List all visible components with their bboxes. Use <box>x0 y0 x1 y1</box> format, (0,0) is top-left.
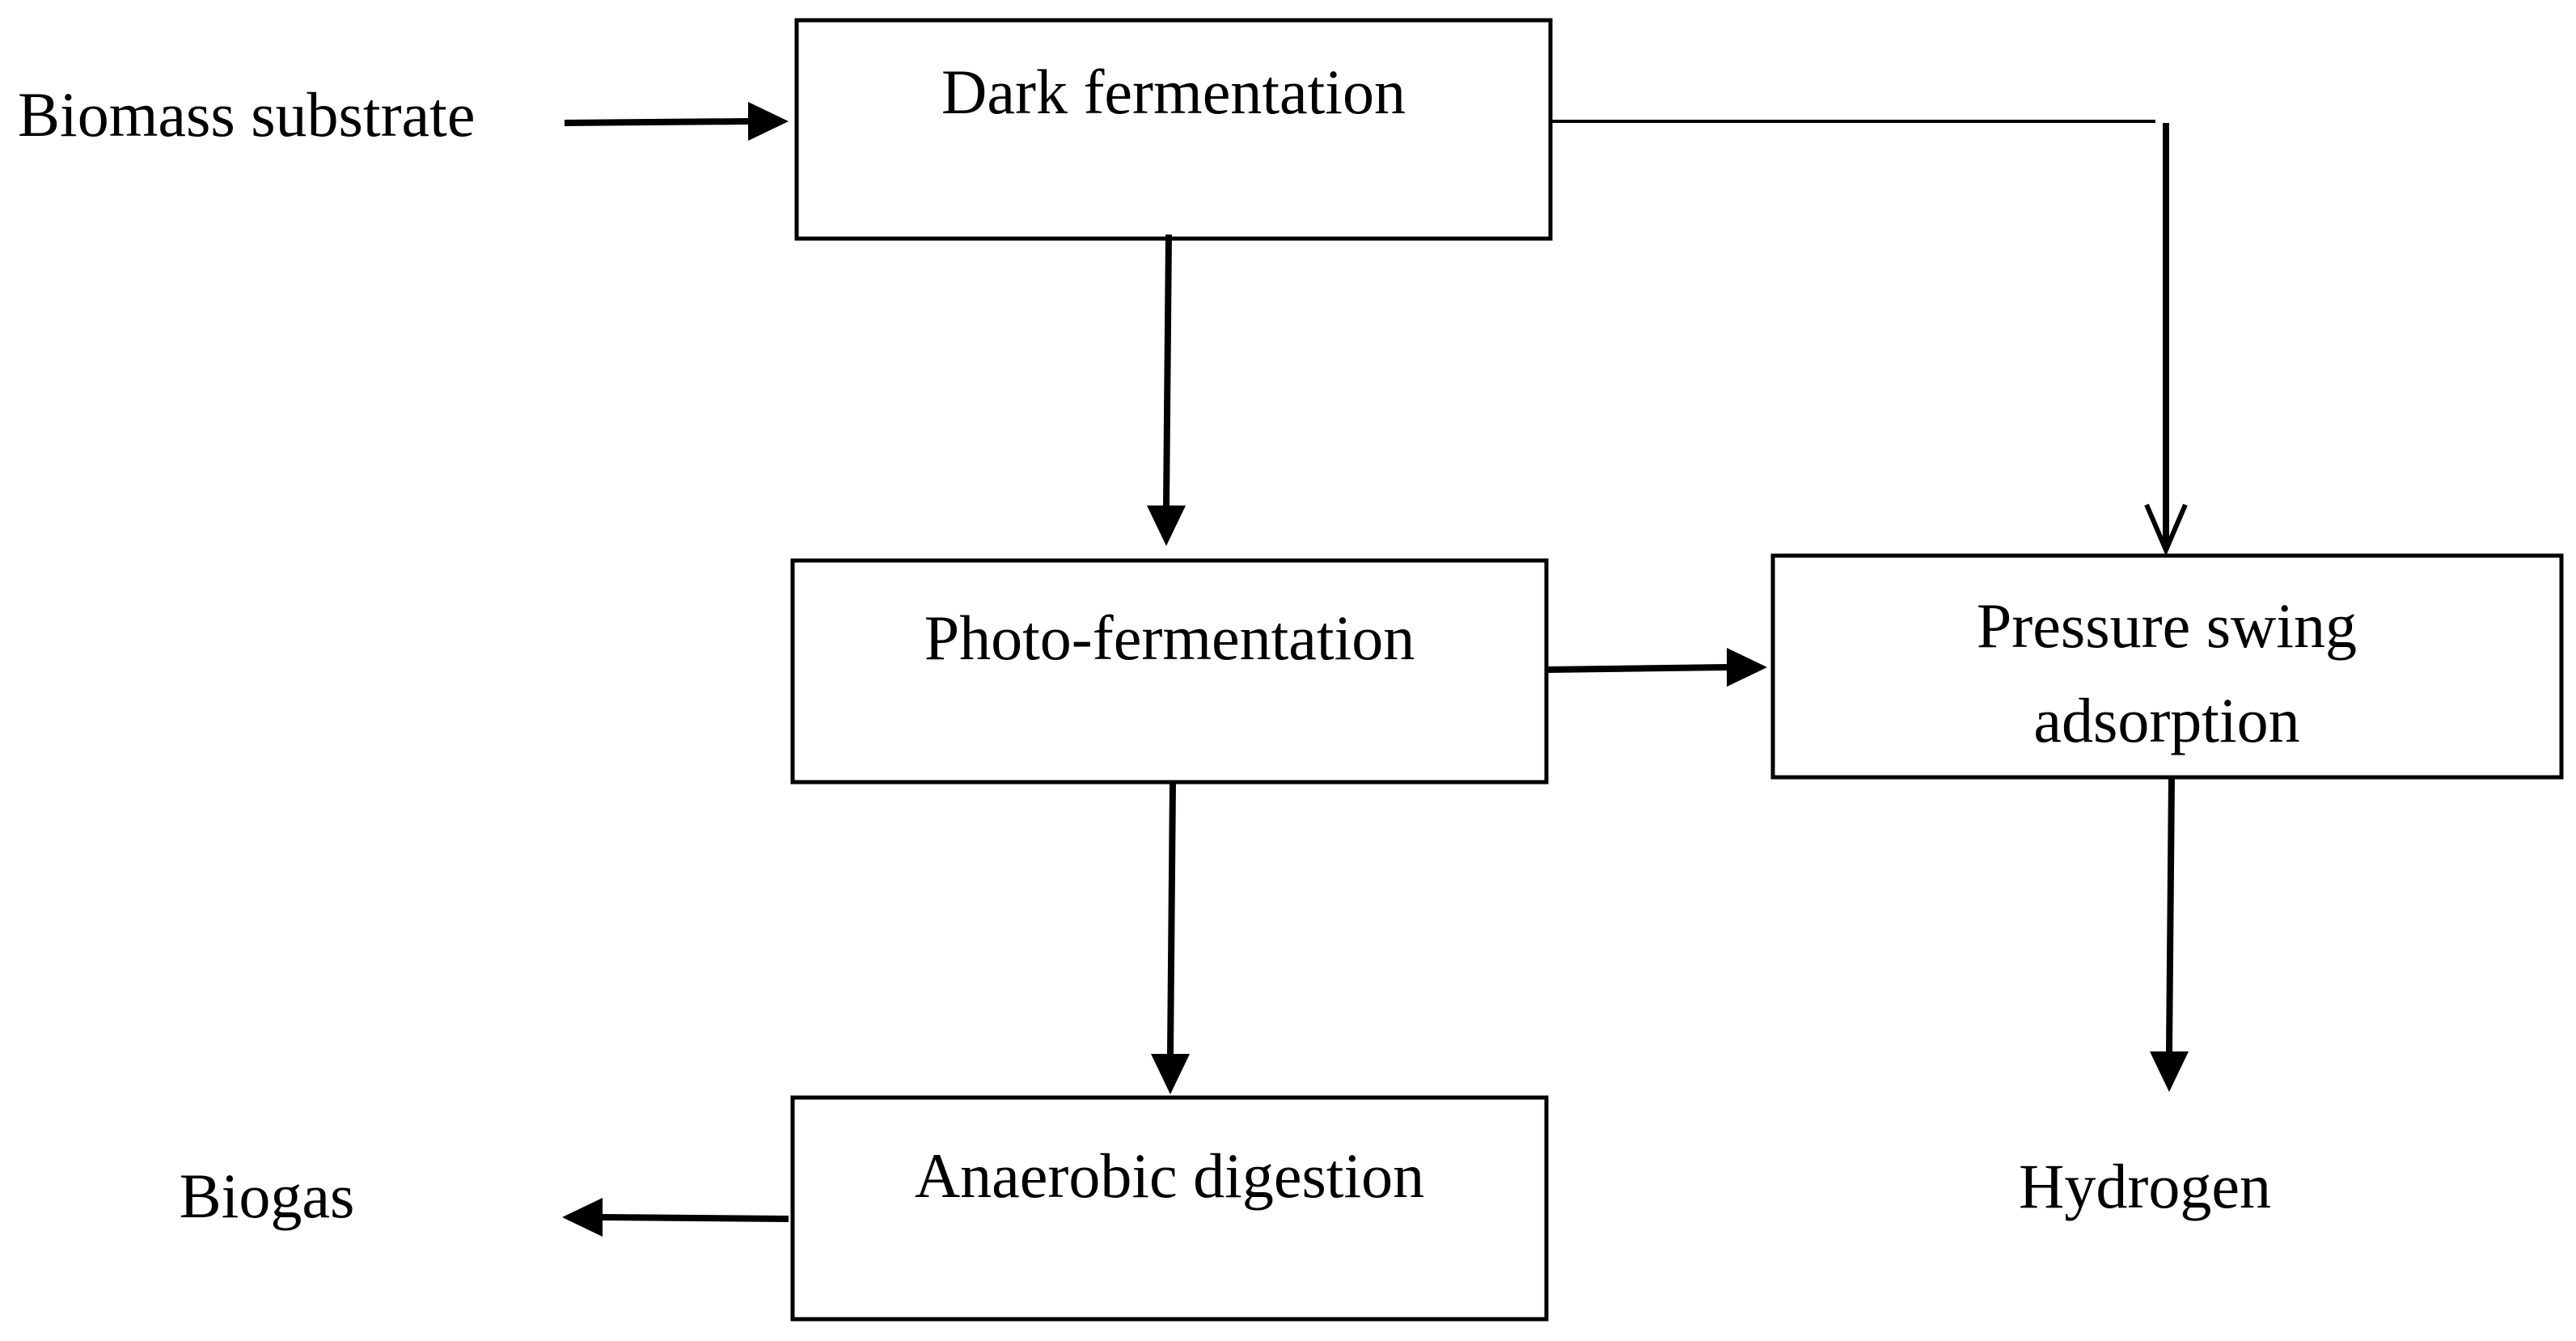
hydrogen-label: Hydrogen <box>2019 1151 2271 1221</box>
arrow-dark-to-pressure-swing <box>1550 120 2188 556</box>
arrow-photo-to-pressure-swing <box>1546 648 1767 687</box>
pressure-swing-label-line1: Pressure swing <box>1977 590 2357 661</box>
biomass-substrate-label: Biomass substrate <box>18 79 475 150</box>
biogas-label: Biogas <box>180 1161 355 1231</box>
dark-fermentation-label: Dark fermentation <box>941 57 1406 127</box>
arrow-pressure-swing-to-hydrogen <box>2150 776 2189 1092</box>
pressure-swing-label-line2: adsorption <box>2033 685 2299 755</box>
arrow-photo-to-anaerobic-digestion <box>1151 781 1190 1094</box>
arrow-anaerobic-to-biogas <box>562 1198 789 1237</box>
arrow-biomass-to-dark-fermentation <box>564 102 789 141</box>
arrow-dark-to-photo-fermentation <box>1147 234 1186 546</box>
anaerobic-digestion-label: Anaerobic digestion <box>915 1140 1424 1211</box>
photo-fermentation-box <box>790 558 1549 785</box>
pressure-swing-adsorption-box <box>1770 553 2564 780</box>
dark-fermentation-box <box>794 18 1553 241</box>
anaerobic-digestion-box <box>790 1095 1549 1322</box>
photo-fermentation-label: Photo-fermentation <box>924 603 1415 673</box>
